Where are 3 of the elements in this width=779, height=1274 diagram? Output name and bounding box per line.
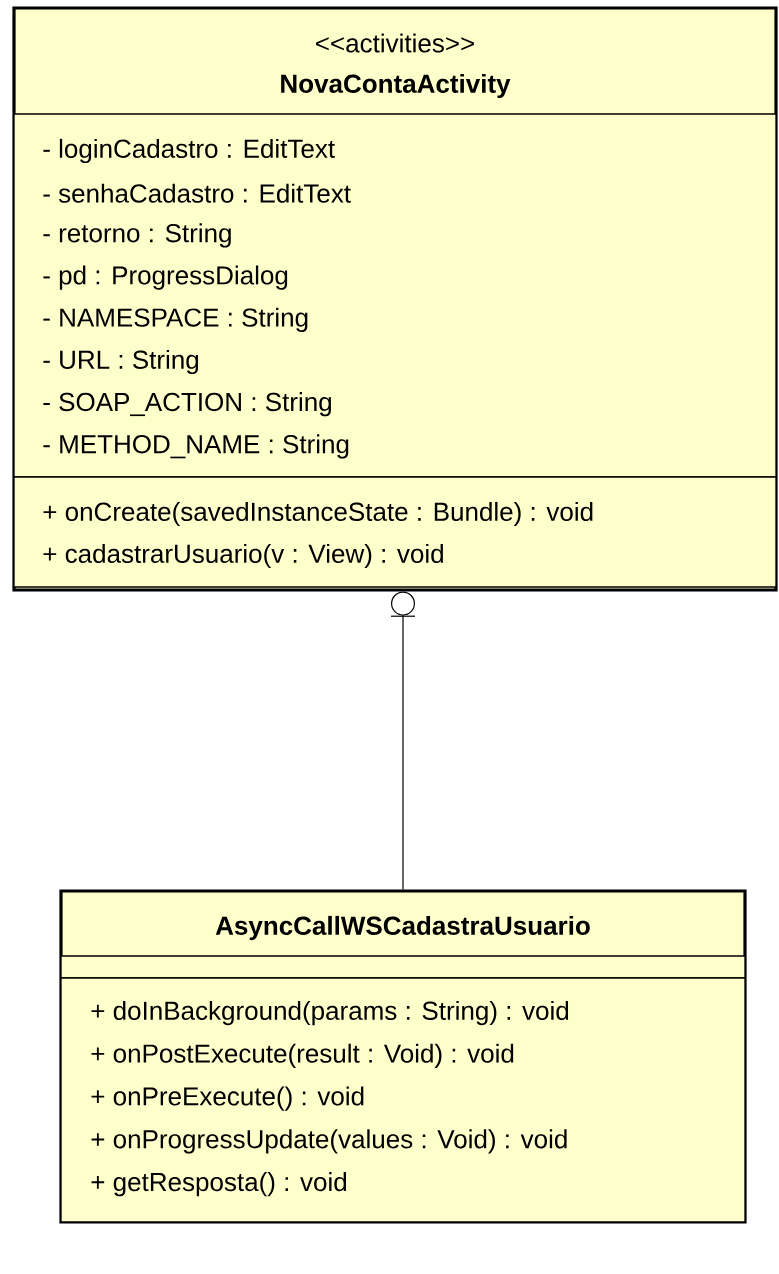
containment-line xyxy=(390,591,416,890)
attribute-compartment xyxy=(60,955,746,979)
method-compartment: + onCreate(savedInstanceState : Bundle) : void + cadastrarUsuario(v : View) : void xyxy=(13,476,777,588)
